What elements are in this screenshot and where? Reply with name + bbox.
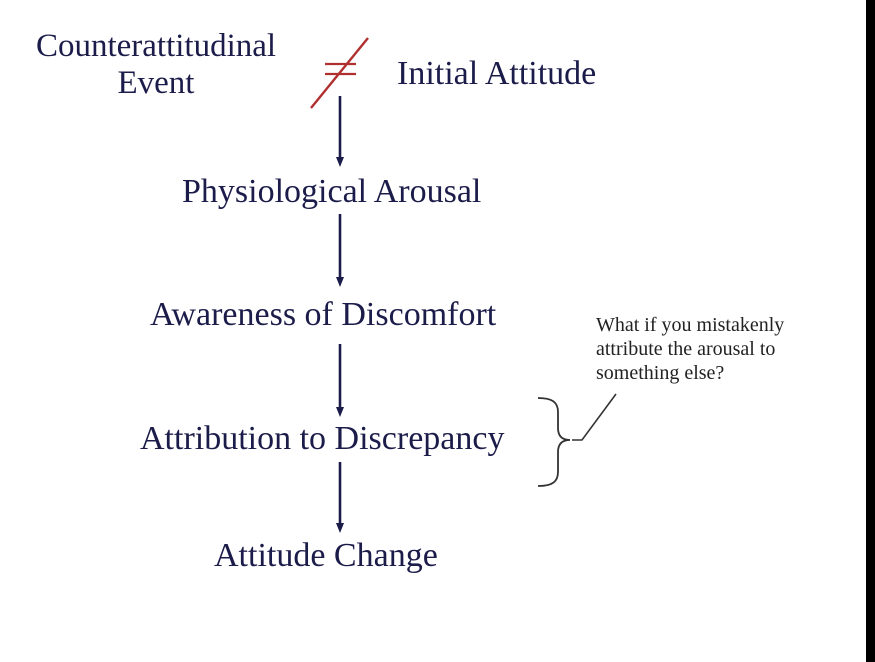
counterattitudinal-label-line2: Event: [117, 64, 195, 101]
annotation-line2: attribute the arousal to: [596, 338, 776, 360]
curly-brace-icon: [537, 397, 571, 487]
counterattitudinal-label-line1: Counterattitudinal: [35, 28, 277, 64]
initial-attitude-node: Initial Attitude: [397, 55, 597, 92]
annotation-note: What if you mistakenly attribute the aro…: [596, 313, 856, 385]
counterattitudinal-event-node: Counterattitudinal Event: [12, 28, 300, 102]
annotation-pointer-line: [572, 393, 617, 441]
annotation-line1: What if you mistakenly: [596, 314, 785, 336]
not-equal-icon: [310, 37, 369, 109]
physiological-arousal-node: Physiological Arousal: [182, 173, 482, 210]
right-border: [866, 0, 875, 662]
annotation-line3: something else?: [596, 362, 725, 384]
attitude-change-node: Attitude Change: [214, 537, 438, 574]
attribution-to-discrepancy-node: Attribution to Discrepancy: [140, 420, 505, 457]
awareness-of-discomfort-node: Awareness of Discomfort: [150, 296, 497, 333]
